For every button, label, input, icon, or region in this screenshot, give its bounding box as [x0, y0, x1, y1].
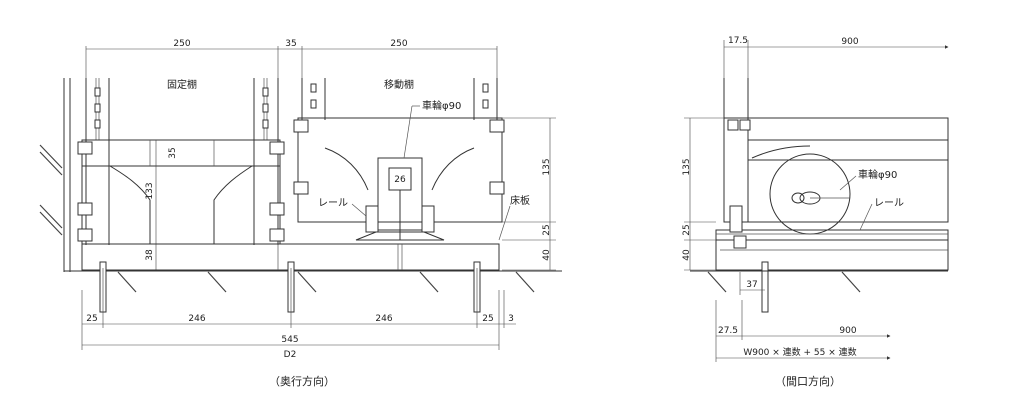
- dim-26: 26: [394, 175, 406, 185]
- label-rail-front: レール: [318, 198, 348, 209]
- side-floor-hatching: [707, 271, 861, 293]
- front-right-dimensions: 135 25 40: [502, 117, 556, 271]
- dim-900-bottom: 900: [839, 326, 856, 336]
- mobile-shelf-frame: [293, 117, 505, 223]
- fixed-shelf-dimensions: 35 133 38: [145, 140, 178, 270]
- front-top-dimensions: 250 35 250: [85, 39, 498, 80]
- label-rail-side: レール: [874, 198, 904, 209]
- dim-40-front: 40: [542, 249, 552, 261]
- dim-250-left: 250: [173, 39, 190, 49]
- dim-133: 133: [145, 182, 155, 199]
- side-left-dimensions: 135 25 40: [682, 117, 724, 271]
- dim-900-top: 900: [841, 37, 858, 47]
- dim-d2: D2: [284, 350, 297, 360]
- dim-27-5: 27.5: [718, 326, 738, 336]
- label-wheel-front: 車輪φ90: [422, 99, 461, 112]
- dim-25-front: 25: [542, 224, 552, 235]
- dim-35-vertical: 35: [168, 147, 178, 158]
- label-fixed-shelf: 固定棚: [167, 78, 197, 91]
- front-bottom-dimensions: 25 246 246 25 3 545 D2: [81, 290, 516, 360]
- wall-hatching-left: [39, 78, 71, 272]
- side-view: 17.5 900: [682, 36, 949, 388]
- front-leader-labels: 車輪φ90 レール 床板: [318, 99, 530, 241]
- dim-35-top: 35: [285, 39, 296, 49]
- side-rail: [715, 229, 949, 271]
- side-shelf-body: [723, 117, 949, 223]
- dim-135-side: 135: [682, 158, 692, 175]
- fixed-shelf-frame: [77, 139, 285, 245]
- front-view: 250 35 250 固定棚: [39, 39, 562, 388]
- side-bottom-dimensions: 27.5 900 W900 × 連数 + 55 × 連数: [715, 300, 891, 362]
- dim-25-bottom-left: 25: [86, 314, 97, 324]
- caption-depth-direction: （奥行方向）: [269, 374, 335, 388]
- dim-38: 38: [145, 249, 155, 261]
- dim-25-side: 25: [682, 224, 692, 235]
- dim-25-bottom-right: 25: [482, 314, 493, 324]
- label-floor-plate: 床板: [510, 194, 530, 207]
- dim-40-side: 40: [682, 249, 692, 261]
- dim-250-right: 250: [390, 39, 407, 49]
- label-mobile-shelf: 移動棚: [384, 78, 414, 91]
- wheel-housing: 26: [355, 157, 445, 241]
- floor-hatching: [117, 271, 535, 293]
- dim-545: 545: [281, 335, 298, 345]
- label-wheel-side: 車輪φ90: [858, 168, 897, 181]
- fixed-shelf-uprights: [85, 78, 279, 245]
- dim-formula: W900 × 連数 + 55 × 連数: [743, 346, 856, 358]
- dim-3: 3: [508, 314, 514, 324]
- dim-17-5: 17.5: [728, 36, 748, 46]
- side-top-dimensions: 17.5 900: [723, 36, 949, 78]
- dim-37: 37: [746, 280, 757, 290]
- mobile-shelf-uprights: [301, 78, 498, 120]
- dim-135-front: 135: [542, 158, 552, 175]
- caption-frontage-direction: （間口方向）: [775, 374, 841, 388]
- dim-246-left: 246: [188, 314, 205, 324]
- dim-246-right: 246: [375, 314, 392, 324]
